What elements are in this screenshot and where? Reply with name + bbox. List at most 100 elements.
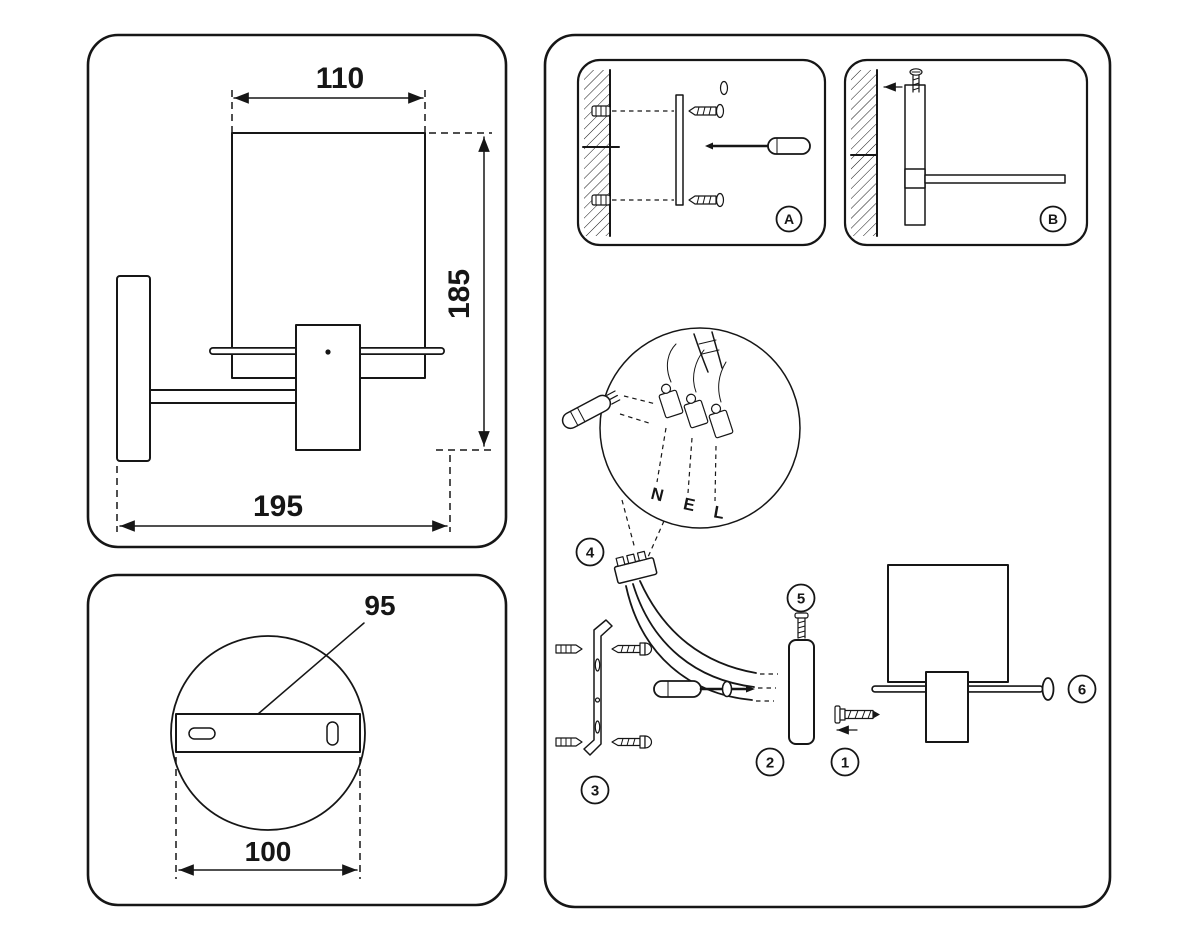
- spacer-tube: [788, 639, 815, 745]
- inset-border: [576, 58, 827, 247]
- screwdriver-icon: [705, 137, 811, 155]
- part2-number: 2: [766, 755, 774, 772]
- wire-1: [639, 580, 757, 674]
- screw-threads: [620, 645, 636, 653]
- anchor-ribs: [560, 737, 572, 747]
- wire-2: [632, 583, 755, 688]
- bracket-edge-view: [675, 94, 684, 206]
- part-4-wires: 4: [575, 537, 778, 702]
- screw-head: [794, 612, 809, 619]
- screw-shaft: [688, 106, 717, 116]
- wall-anchor: [555, 644, 583, 654]
- arm-socket: [904, 168, 926, 189]
- mount-arm: [149, 389, 301, 404]
- wire-letter-n: N: [649, 484, 666, 505]
- wall-anchor-bottom: [591, 194, 611, 206]
- connector-leaders: [619, 395, 657, 425]
- screwdriver-handle: [653, 680, 702, 698]
- shade: [887, 564, 1009, 683]
- dim-bottom-extensions: [116, 455, 451, 532]
- terminal-block: [658, 383, 734, 439]
- screw-threads: [797, 620, 806, 639]
- part2-badge: [755, 747, 785, 777]
- top-screw: [909, 68, 923, 93]
- part-2-screwdriver: 2: [653, 680, 785, 777]
- screw-shaft: [611, 644, 641, 654]
- screw-shaft: [611, 737, 641, 747]
- screw-tip: [873, 710, 880, 719]
- relief-body: [561, 394, 612, 430]
- relief-pins: [606, 390, 621, 405]
- screw-head-neck: [639, 735, 646, 749]
- inset-a-label: A: [784, 211, 794, 227]
- part3-badge: [580, 775, 610, 805]
- panel-canopy-view: 95 100: [86, 573, 508, 907]
- alignment-dashes: [612, 110, 674, 201]
- part-6-lamp-body: 6: [871, 564, 1097, 743]
- dim-height-extensions: [429, 132, 492, 451]
- screw-collar: [839, 708, 846, 721]
- part6-number: 6: [1078, 682, 1086, 699]
- terminal-3: [708, 403, 734, 439]
- dim-bar-leader: [257, 622, 365, 715]
- terminal-body: [658, 389, 684, 419]
- cable-ticks: [698, 339, 720, 355]
- mounting-bar: [175, 713, 361, 753]
- dim-base-extensions: [175, 757, 361, 879]
- wall-hatch: [851, 70, 877, 236]
- wire-3: [625, 585, 753, 701]
- part-5-spacer: 5: [786, 583, 816, 745]
- dim-height-label: 185: [443, 269, 476, 319]
- inset-b-label: B: [1048, 211, 1058, 227]
- screw-head: [644, 735, 653, 749]
- screwdriver-tip: [705, 142, 713, 150]
- inset-a: A: [576, 58, 827, 247]
- screw-bottom: [688, 192, 725, 208]
- wire-letter-e: E: [682, 494, 697, 515]
- part-3-bracket: 3: [555, 619, 653, 805]
- block-screw-dot: [325, 349, 331, 355]
- inset-b-badge: [1039, 205, 1067, 233]
- panel-border: [543, 33, 1112, 909]
- part1-number: 1: [841, 755, 849, 772]
- terminal-pins: [615, 550, 647, 567]
- anchor-ribs: [560, 644, 572, 654]
- screw-head: [715, 103, 725, 119]
- anchor-screw-row-bottom: [555, 735, 653, 749]
- screw-head: [644, 642, 653, 656]
- arm-rod: [924, 174, 1066, 184]
- inset-a-badge: [775, 205, 803, 233]
- wall-anchor-top: [591, 105, 611, 117]
- screw-head: [715, 192, 725, 208]
- relief-detail: [569, 407, 586, 427]
- panel-lamp-side-view: 110 185 195: [86, 33, 508, 549]
- screw-threads: [696, 106, 712, 116]
- wall-hatch: [584, 70, 610, 236]
- dim-base-label: 100: [245, 836, 292, 867]
- part4-number: 4: [586, 545, 595, 562]
- center-block: [295, 324, 361, 451]
- part6-badge: [1067, 674, 1097, 704]
- terminal-2: [683, 393, 709, 429]
- strain-relief: [561, 390, 621, 430]
- screw-threads: [847, 710, 872, 719]
- wire-letter-l: L: [712, 502, 726, 523]
- ferrule: [721, 680, 733, 698]
- screw-head: [834, 705, 841, 724]
- inset-b: B: [843, 58, 1089, 247]
- terminal-1: [658, 383, 684, 419]
- terminal-screw: [660, 383, 672, 394]
- terminal-screw: [710, 403, 722, 414]
- terminal-body: [708, 409, 734, 439]
- wall-plate: [116, 275, 151, 462]
- terminal-body: [683, 399, 709, 429]
- bracket-profile: [583, 619, 613, 756]
- screw-shaft: [688, 195, 717, 205]
- part-1-screw: 1: [830, 705, 880, 777]
- mount-block: [925, 671, 969, 743]
- detail-circle: [599, 327, 801, 529]
- screw-head-front: [719, 80, 729, 96]
- letter-leaders: [656, 427, 717, 502]
